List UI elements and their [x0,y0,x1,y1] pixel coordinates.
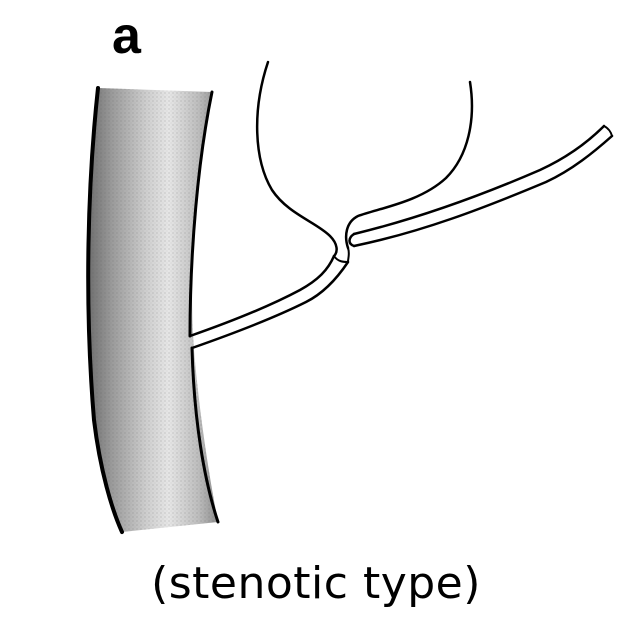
main-vessel-right-wall-lower [190,346,220,524]
main-vessel [86,86,220,534]
main-vessel-texture [88,88,219,532]
panel-label: a [112,7,141,65]
figure-caption: (stenotic type) [151,558,481,609]
vascular-pouch [255,60,474,258]
branch-upper-wall [188,254,336,338]
pouch-right-wall [344,80,474,250]
distal-vessel-cap [348,232,356,248]
branch-lower-wall [190,260,350,350]
distal-vessel [348,124,614,248]
distal-vessel-upper-wall [352,124,606,236]
stenotic-branch [188,254,350,350]
stenosis-junction [333,247,350,263]
stenosis-narrowing [333,255,349,263]
stenosis-gap-connector [347,247,350,263]
distal-vessel-lower-wall [352,134,614,248]
main-vessel-right-wall-upper [188,90,214,338]
main-vessel-left-wall [86,86,124,534]
distal-vessel-end [603,125,613,137]
pouch-left-wall [255,60,338,258]
